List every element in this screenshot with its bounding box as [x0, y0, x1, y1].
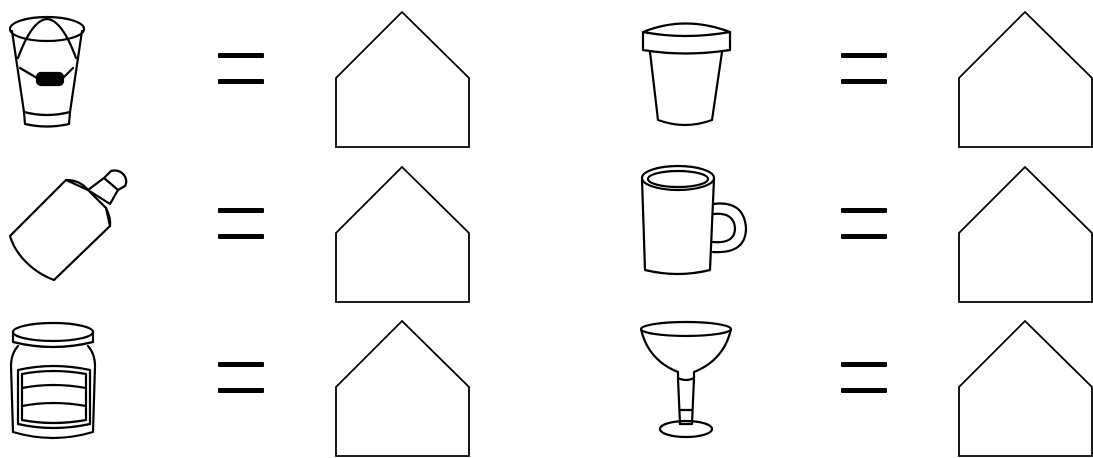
bottle-icon	[8, 166, 130, 282]
equals-sign	[218, 362, 264, 394]
equals-sign	[841, 208, 887, 240]
equals-sign	[841, 362, 887, 394]
answer-box-house[interactable]	[958, 320, 1093, 457]
answer-box-house[interactable]	[335, 166, 470, 303]
answer-box-house[interactable]	[958, 11, 1093, 148]
bucket-icon	[6, 10, 88, 128]
goblet-icon	[638, 320, 734, 440]
answer-box-house[interactable]	[958, 166, 1093, 303]
equals-sign	[218, 208, 264, 240]
mug-icon	[640, 164, 750, 280]
answer-box-house[interactable]	[335, 320, 470, 457]
jar-icon	[8, 320, 98, 444]
equals-sign	[218, 53, 264, 85]
flower-pot-icon	[638, 12, 734, 130]
equals-sign	[841, 53, 887, 85]
answer-box-house[interactable]	[335, 11, 470, 148]
